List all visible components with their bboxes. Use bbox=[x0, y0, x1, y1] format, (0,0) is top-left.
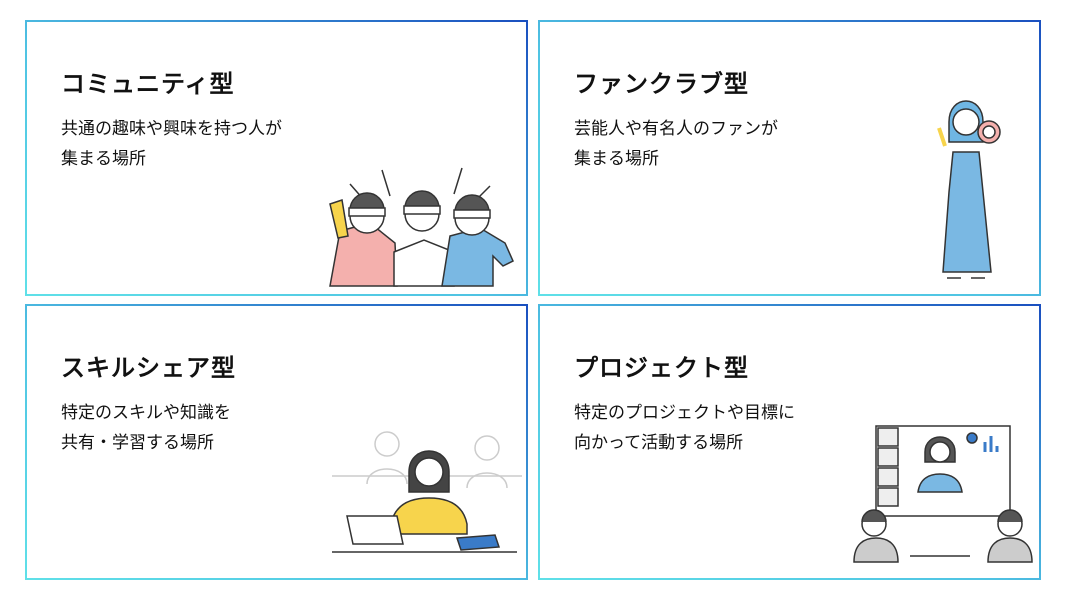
card-title: スキルシェア型 bbox=[61, 354, 236, 382]
card-fanclub: ファンクラブ型 芸能人や有名人のファンが集まる場所 bbox=[538, 20, 1041, 296]
cheering-group-illustration bbox=[329, 167, 514, 287]
study-illustration bbox=[332, 431, 522, 553]
desc-line: 集まる場所 bbox=[574, 149, 659, 169]
desc-line: 特定のスキルや知識を bbox=[61, 403, 231, 423]
card-community: コミュニティ型 共通の趣味や興味を持つ人が集まる場所 bbox=[25, 20, 528, 296]
desc-line: 向かって活動する場所 bbox=[574, 433, 744, 453]
card-description: 共通の趣味や興味を持つ人が集まる場所 bbox=[61, 114, 361, 174]
video-meeting-illustration bbox=[853, 425, 1033, 563]
card-description: 特定のプロジェクトや目標に向かって活動する場所 bbox=[574, 398, 874, 458]
card-title: ファンクラブ型 bbox=[574, 70, 749, 98]
card-title: プロジェクト型 bbox=[574, 354, 749, 382]
card-skillshare: スキルシェア型 特定のスキルや知識を共有・学習する場所 bbox=[25, 304, 528, 580]
desc-line: 特定のプロジェクトや目標に bbox=[574, 403, 795, 423]
fan-illustration bbox=[937, 100, 1001, 279]
card-title: コミュニティ型 bbox=[61, 70, 235, 98]
desc-line: 共通の趣味や興味を持つ人が bbox=[61, 119, 282, 139]
desc-line: 芸能人や有名人のファンが bbox=[574, 119, 778, 139]
card-description: 特定のスキルや知識を共有・学習する場所 bbox=[61, 398, 361, 458]
desc-line: 集まる場所 bbox=[61, 149, 146, 169]
desc-line: 共有・学習する場所 bbox=[61, 433, 214, 453]
card-description: 芸能人や有名人のファンが集まる場所 bbox=[574, 114, 874, 174]
card-project: プロジェクト型 特定のプロジェクトや目標に向かって活動する場所 bbox=[538, 304, 1041, 580]
